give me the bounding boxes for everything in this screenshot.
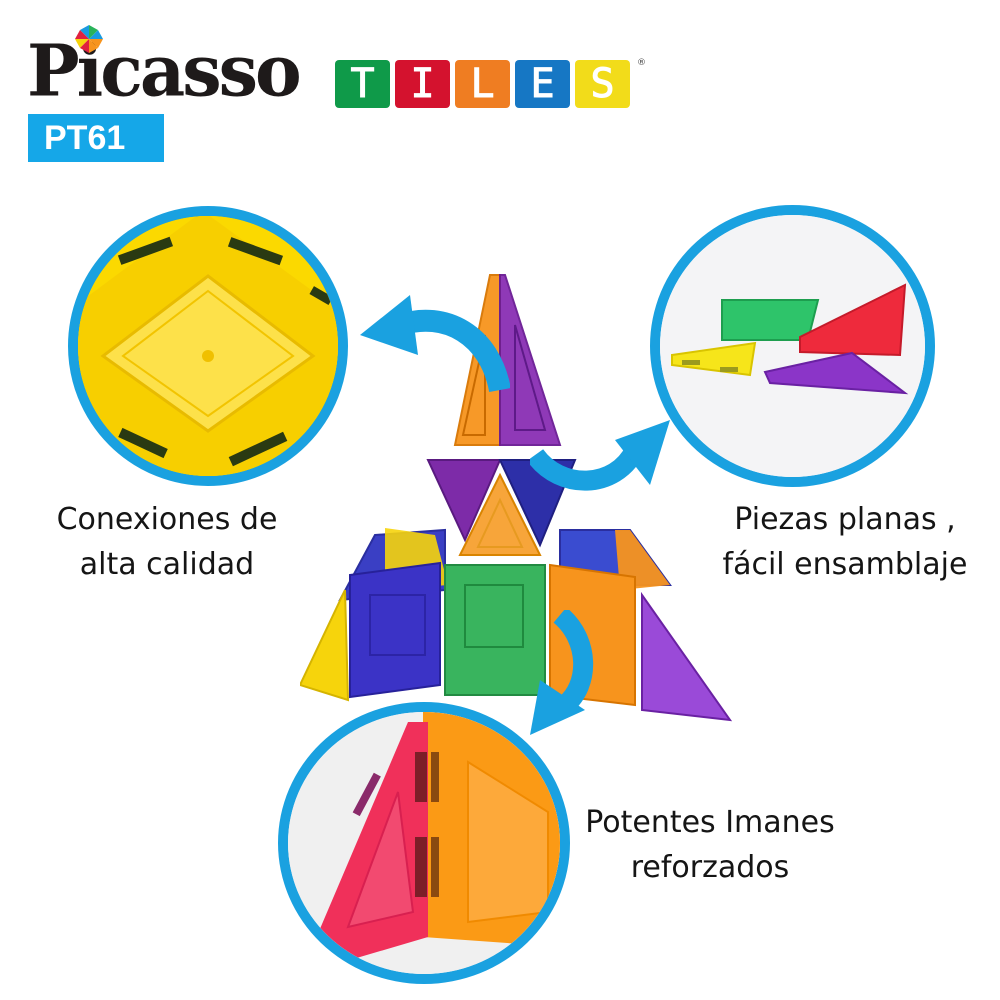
flat-tiles-icon — [660, 215, 925, 477]
brand-wordmark: Picasso — [27, 28, 302, 113]
caption-connections: Conexiones de alta calidad — [36, 497, 298, 587]
caption-line: fácil ensamblaje — [722, 547, 968, 582]
model-badge: PT61 — [28, 114, 164, 162]
flat-pieces-image — [650, 205, 935, 487]
tiles-letter-s: S — [575, 60, 630, 108]
arrow-to-connections-icon — [360, 295, 510, 393]
tiles-letter-l: L — [455, 60, 510, 108]
caption-line: Piezas planas , — [734, 502, 956, 537]
caption-line: Conexiones de — [56, 502, 278, 537]
arrow-to-flat-pieces-icon — [530, 420, 670, 491]
caption-line: alta calidad — [79, 547, 255, 582]
arrow-to-magnets-icon — [530, 610, 594, 735]
pinwheel-logo-icon — [75, 25, 103, 53]
registered-mark: ® — [637, 58, 646, 68]
yellow-tile-icon — [78, 216, 338, 476]
red-orange-tiles-icon — [288, 712, 560, 974]
tiles-letter-t: T — [335, 60, 390, 108]
caption-flat-pieces: Piezas planas , fácil ensamblaje — [700, 497, 990, 587]
caption-magnets: Potentes Imanes reforzados — [560, 800, 860, 890]
caption-line: reforzados — [630, 850, 790, 885]
magnets-closeup-image — [278, 702, 570, 984]
connections-closeup-image — [68, 206, 348, 486]
tiles-letter-i: I — [395, 60, 450, 108]
tiles-wordmark: T I L E S — [335, 60, 630, 108]
tiles-letter-e: E — [515, 60, 570, 108]
caption-line: Potentes Imanes — [585, 805, 835, 840]
